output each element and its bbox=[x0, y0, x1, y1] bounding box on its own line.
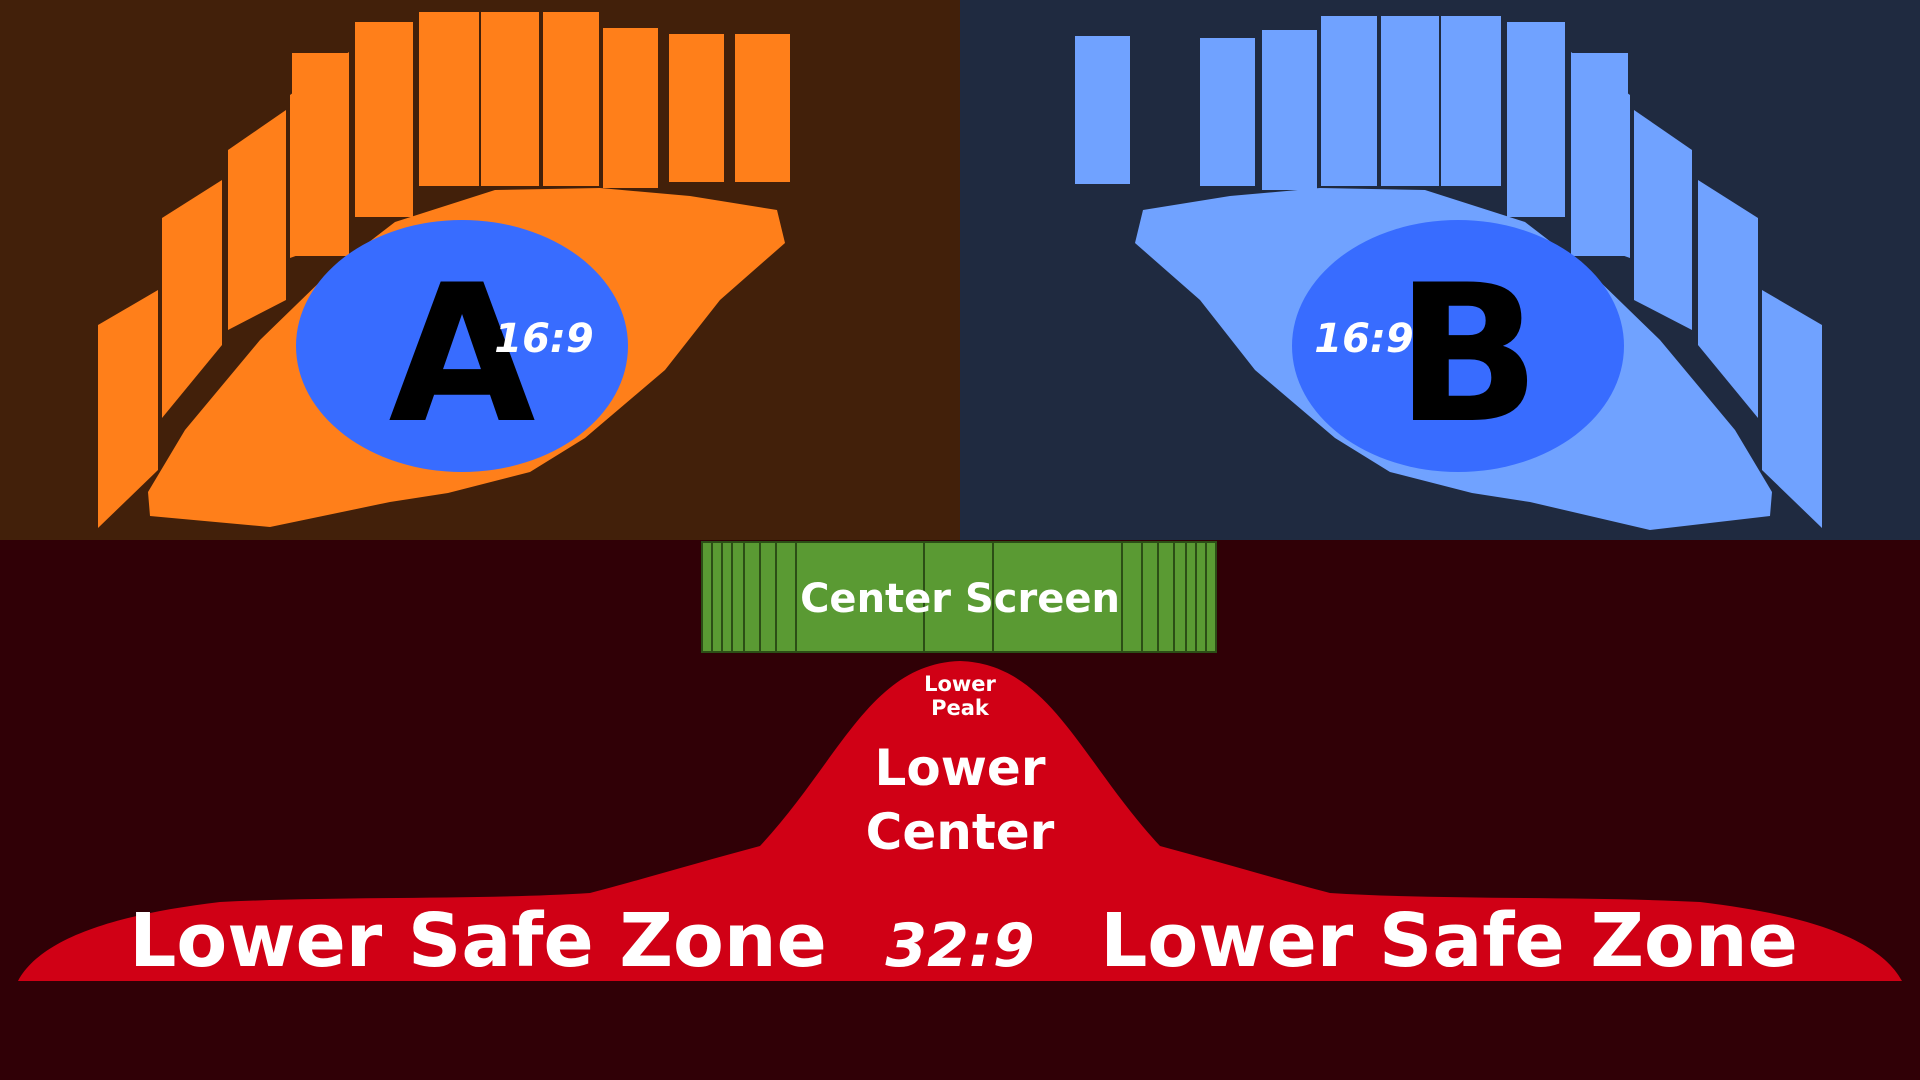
screen-a-bar bbox=[603, 28, 658, 188]
screen-a-bar bbox=[228, 110, 286, 330]
center-screen-divider-lines bbox=[711, 542, 1207, 652]
screen-a-display-ellipse bbox=[296, 220, 628, 472]
screen-b-letter: B bbox=[1396, 244, 1541, 465]
lower-safe-zone-left-label: Lower Safe Zone bbox=[129, 898, 827, 984]
screen-b-bar bbox=[1634, 110, 1692, 330]
screen-b-bar bbox=[1381, 16, 1439, 186]
screen-a-letter: A bbox=[388, 244, 535, 465]
screen-a-ratio: 16:9 bbox=[494, 316, 594, 362]
screen-a-bar bbox=[419, 12, 479, 186]
lower-peak-label-line1: Lower bbox=[924, 672, 996, 696]
screen-b-group bbox=[1075, 16, 1822, 530]
lower-center-label-line1: Lower bbox=[875, 739, 1046, 797]
screen-b-bar bbox=[1571, 53, 1628, 256]
screen-a-bar bbox=[98, 290, 158, 528]
screen-b-bar bbox=[1698, 180, 1758, 418]
screen-b-display-ellipse bbox=[1292, 220, 1624, 472]
lower-zone-shape bbox=[18, 661, 1902, 981]
screen-a-bar bbox=[543, 12, 599, 186]
lower-zone-group: Lower Peak Lower Center Lower Safe Zone … bbox=[18, 661, 1902, 984]
screen-b-bar bbox=[1441, 16, 1501, 186]
screen-b-bar bbox=[1321, 16, 1377, 186]
screen-a-bar bbox=[481, 12, 539, 186]
screen-a-bar bbox=[292, 53, 349, 256]
lower-center-label-line2: Center bbox=[866, 803, 1055, 861]
screen-b-bar bbox=[1075, 36, 1130, 184]
screen-a-bar bbox=[735, 34, 790, 182]
screen-b-bar bbox=[1507, 22, 1565, 217]
screen-b-bar bbox=[1200, 38, 1255, 186]
screen-b-bars bbox=[1075, 16, 1822, 528]
screen-b-bar bbox=[1262, 30, 1317, 190]
screen-a-bar bbox=[162, 180, 222, 418]
lower-safe-zone-right-label: Lower Safe Zone bbox=[1100, 898, 1798, 984]
screen-b-ratio: 16:9 bbox=[1314, 316, 1414, 362]
screen-a-bar bbox=[355, 22, 413, 217]
screen-a-group: A 16:9 bbox=[98, 12, 790, 528]
center-screen-label: Center Screen bbox=[800, 576, 1120, 622]
screen-a-bar bbox=[669, 34, 724, 182]
center-screen-box bbox=[701, 541, 1217, 653]
lower-ratio-label: 32:9 bbox=[885, 911, 1034, 981]
screen-a-bars bbox=[98, 12, 790, 528]
screen-b-bar bbox=[1762, 290, 1822, 528]
center-screen-group: Center Screen bbox=[701, 541, 1217, 653]
lower-peak-label-line2: Peak bbox=[931, 696, 990, 720]
